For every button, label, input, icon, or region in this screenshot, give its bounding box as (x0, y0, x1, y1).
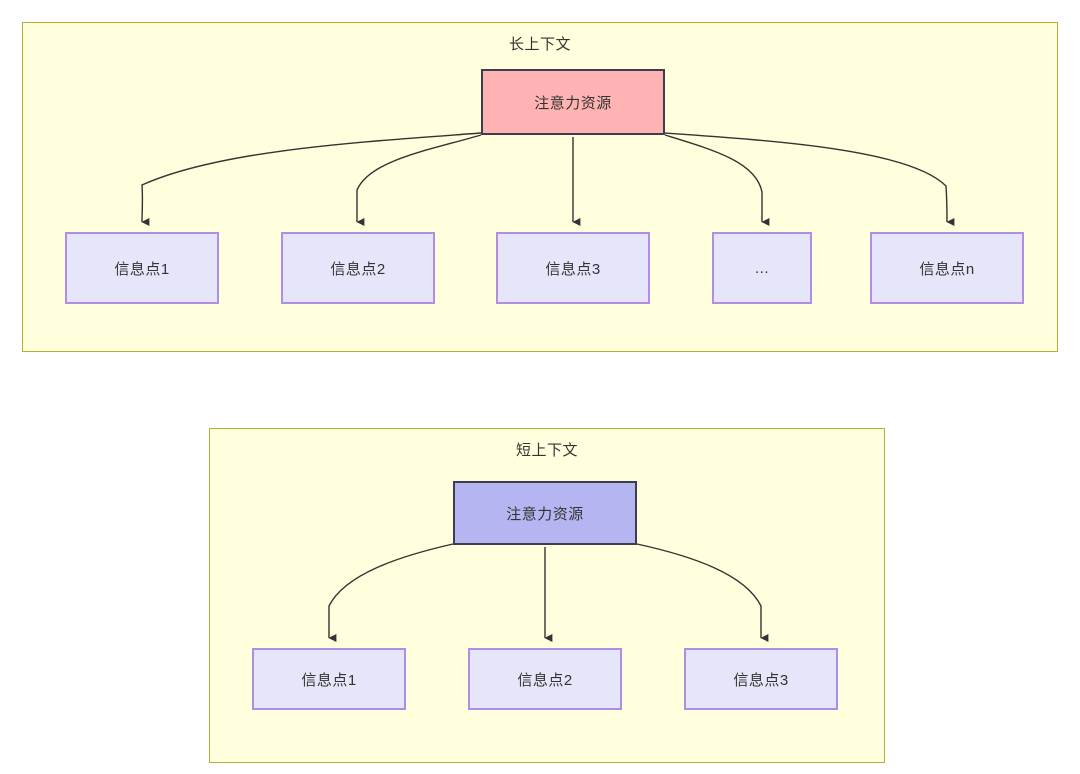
group-short-context-title: 短上下文 (515, 442, 578, 459)
node-long-attention-resource[interactable]: 注意力资源 (481, 69, 665, 135)
node-label: 注意力资源 (534, 94, 612, 112)
edge-long-2 (356, 134, 482, 226)
node-label: 信息点3 (545, 260, 601, 278)
node-long-info-1[interactable]: 信息点1 (65, 232, 219, 304)
node-long-info-3[interactable]: 信息点3 (496, 232, 650, 304)
group-long-context-title: 长上下文 (508, 36, 571, 53)
edge-long-1 (141, 132, 482, 227)
node-label: 信息点n (919, 260, 975, 278)
node-long-info-ellipsis[interactable]: ... (712, 232, 812, 304)
node-label: 信息点2 (330, 260, 386, 278)
edge-long-5 (664, 132, 955, 226)
node-short-info-2[interactable]: 信息点2 (468, 648, 622, 710)
node-label: ... (754, 259, 769, 277)
node-label: 注意力资源 (506, 505, 584, 523)
node-label: 信息点1 (301, 671, 357, 689)
edge-short-3 (636, 543, 769, 642)
node-short-attention-resource[interactable]: 注意力资源 (453, 481, 637, 545)
node-label: 信息点3 (733, 671, 789, 689)
node-label: 信息点1 (114, 260, 170, 278)
edge-long-4 (664, 134, 770, 226)
node-short-info-3[interactable]: 信息点3 (684, 648, 838, 710)
node-label: 信息点2 (517, 671, 573, 689)
edge-short-1 (328, 543, 454, 642)
node-short-info-1[interactable]: 信息点1 (252, 648, 406, 710)
node-long-info-2[interactable]: 信息点2 (281, 232, 435, 304)
node-long-info-n[interactable]: 信息点n (870, 232, 1024, 304)
